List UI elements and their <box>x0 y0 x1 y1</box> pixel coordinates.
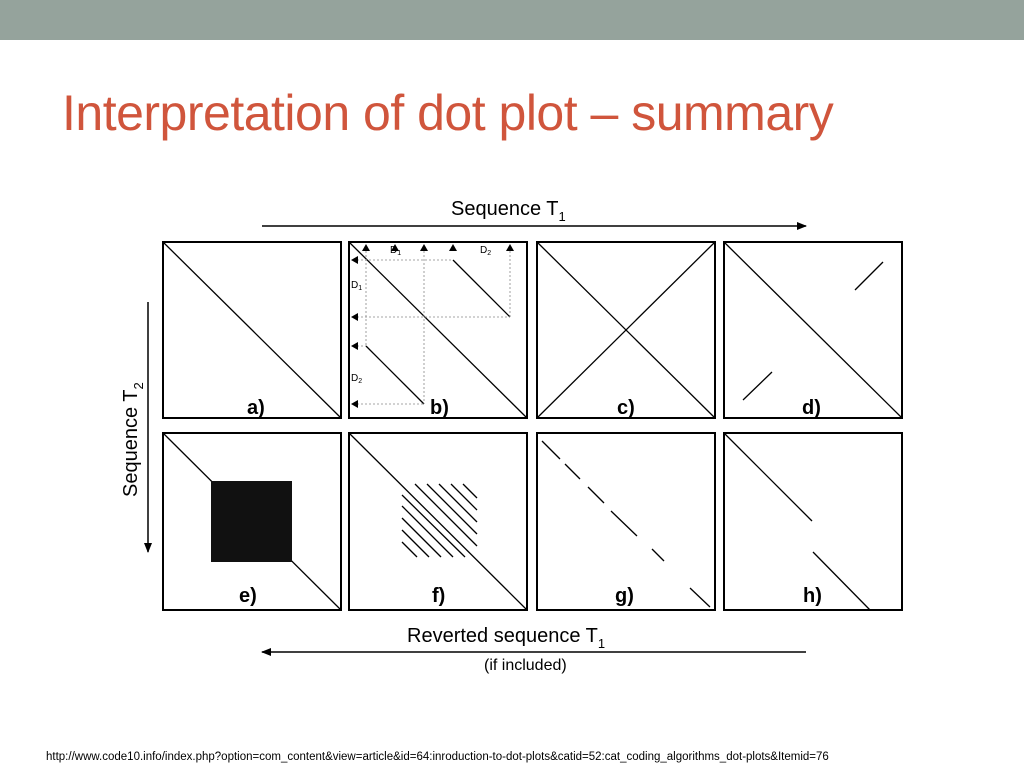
panel-label-e: e) <box>239 585 257 607</box>
b-label-d1-top: D1 <box>390 245 401 257</box>
f-parallel-lines <box>401 483 478 558</box>
e-filled-block <box>211 481 292 562</box>
panel-e: e) <box>162 432 342 611</box>
panel-label-g: g) <box>615 585 634 607</box>
panel-label-h: h) <box>803 585 822 607</box>
panel-a: a) <box>162 241 342 419</box>
panel-label-d: d) <box>802 397 821 419</box>
bottom-axis-label: Reverted sequence T1 <box>407 625 605 651</box>
panel-d: d) <box>723 241 903 419</box>
svg-text:Sequence T2: Sequence T2 <box>120 382 146 497</box>
source-url[interactable]: http://www.code10.info/index.php?option=… <box>46 751 829 763</box>
bottom-axis-note: (if included) <box>484 657 567 674</box>
panel-f: f) <box>348 432 528 611</box>
slide-title: Interpretation of dot plot – summary <box>62 85 834 141</box>
panel-label-f: f) <box>432 585 445 607</box>
left-axis-label: Sequence T2 <box>120 382 146 497</box>
panel-label-a: a) <box>247 397 265 419</box>
panel-label-b: b) <box>430 397 449 419</box>
panel-b: D1 D2 D1 D2 b) <box>348 241 528 419</box>
panel-g: g) <box>536 432 716 611</box>
top-axis-label: Sequence T1 <box>451 198 566 224</box>
g-dashed-diagonal <box>541 440 711 608</box>
b-label-d2-left: D2 <box>351 373 362 385</box>
panel-h: h) <box>723 432 903 611</box>
panel-c: c) <box>536 241 716 419</box>
b-label-d1-left: D1 <box>351 280 362 292</box>
b-label-d2-top: D2 <box>480 245 491 257</box>
top-bar <box>0 0 1024 40</box>
panel-label-c: c) <box>617 397 635 419</box>
